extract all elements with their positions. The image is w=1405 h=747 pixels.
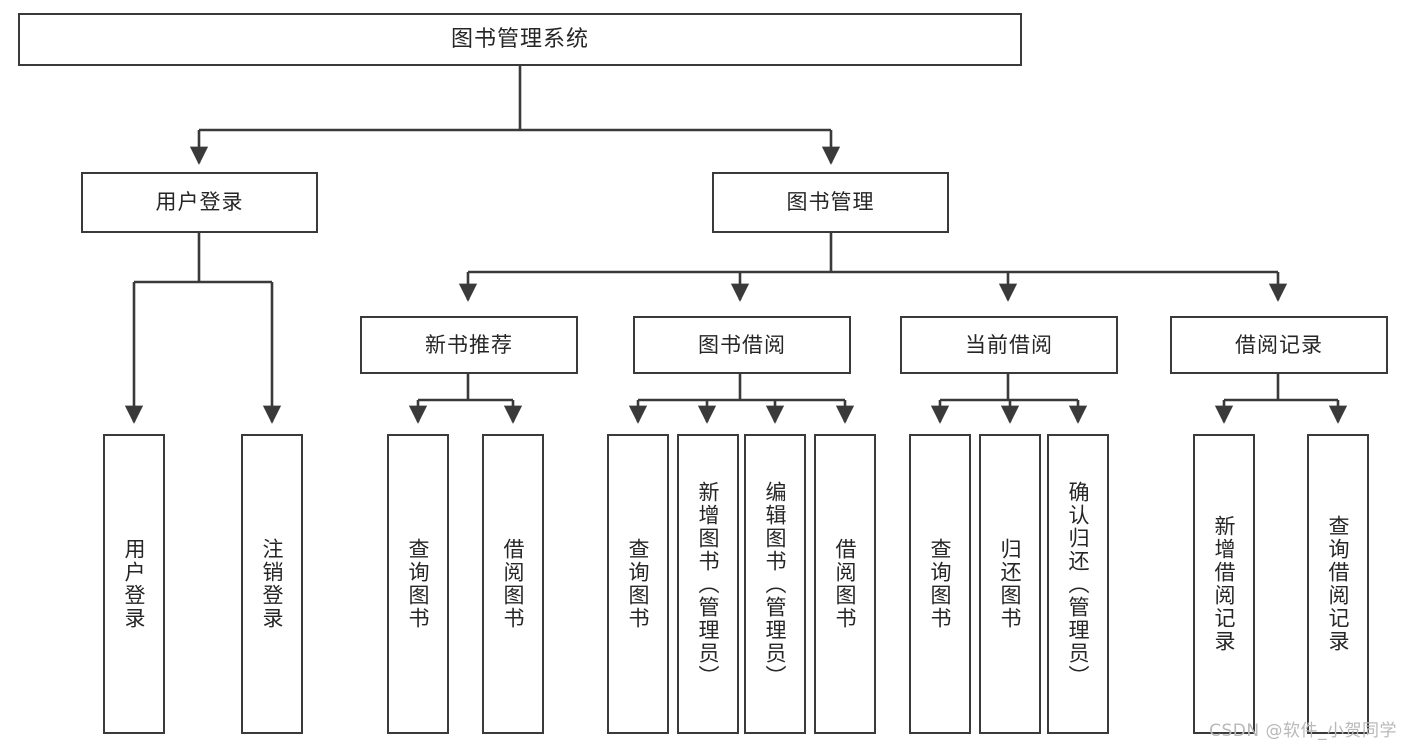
node-leaf-borrow-query-book[interactable]: 查询图书 <box>607 434 669 734</box>
node-current-borrow[interactable]: 当前借阅 <box>900 316 1118 374</box>
node-leaf-borrow-edit-book-label: 编辑图书（管理员） <box>763 480 788 688</box>
node-leaf-current-confirm-return-label: 确认归还（管理员） <box>1066 480 1091 688</box>
node-leaf-borrow-edit-book[interactable]: 编辑图书（管理员） <box>744 434 806 734</box>
node-borrow-record-label: 借阅记录 <box>1235 332 1323 357</box>
node-root[interactable]: 图书管理系统 <box>18 13 1022 66</box>
node-leaf-borrow-lend-book-label: 借阅图书 <box>833 538 858 630</box>
node-book-manage[interactable]: 图书管理 <box>712 172 949 233</box>
node-leaf-current-return-book-label: 归还图书 <box>998 538 1023 630</box>
node-leaf-user-login-label: 用户登录 <box>122 538 147 630</box>
node-leaf-user-login[interactable]: 用户登录 <box>103 434 165 734</box>
node-new-book-recommend-label: 新书推荐 <box>425 332 513 357</box>
node-leaf-record-query-label: 查询借阅记录 <box>1326 515 1351 653</box>
node-leaf-borrow-query-book-label: 查询图书 <box>626 538 651 630</box>
node-leaf-recommend-query-book-label: 查询图书 <box>406 538 431 630</box>
node-new-book-recommend[interactable]: 新书推荐 <box>360 316 578 374</box>
node-leaf-record-query[interactable]: 查询借阅记录 <box>1307 434 1369 734</box>
node-user-login[interactable]: 用户登录 <box>81 172 318 233</box>
node-leaf-current-return-book[interactable]: 归还图书 <box>979 434 1041 734</box>
node-leaf-user-logout-label: 注销登录 <box>260 538 285 630</box>
node-current-borrow-label: 当前借阅 <box>965 332 1053 357</box>
node-leaf-borrow-add-book-label: 新增图书（管理员） <box>696 480 721 688</box>
node-user-login-label: 用户登录 <box>155 190 244 215</box>
node-book-borrow-label: 图书借阅 <box>698 332 786 357</box>
watermark-text: CSDN @软件_小贺同学 <box>1209 721 1397 741</box>
node-book-borrow[interactable]: 图书借阅 <box>633 316 851 374</box>
node-leaf-current-confirm-return[interactable]: 确认归还（管理员） <box>1047 434 1109 734</box>
node-leaf-user-logout[interactable]: 注销登录 <box>241 434 303 734</box>
node-leaf-borrow-add-book[interactable]: 新增图书（管理员） <box>677 434 739 734</box>
node-leaf-record-add-label: 新增借阅记录 <box>1212 515 1237 653</box>
node-book-manage-label: 图书管理 <box>786 190 875 215</box>
node-leaf-record-add[interactable]: 新增借阅记录 <box>1193 434 1255 734</box>
node-borrow-record[interactable]: 借阅记录 <box>1170 316 1388 374</box>
node-leaf-current-query-book[interactable]: 查询图书 <box>909 434 971 734</box>
node-leaf-current-query-book-label: 查询图书 <box>928 538 953 630</box>
node-root-label: 图书管理系统 <box>450 26 589 52</box>
node-leaf-borrow-lend-book[interactable]: 借阅图书 <box>814 434 876 734</box>
node-leaf-recommend-query-book[interactable]: 查询图书 <box>387 434 449 734</box>
node-leaf-recommend-borrow-book-label: 借阅图书 <box>501 538 526 630</box>
node-leaf-recommend-borrow-book[interactable]: 借阅图书 <box>482 434 544 734</box>
